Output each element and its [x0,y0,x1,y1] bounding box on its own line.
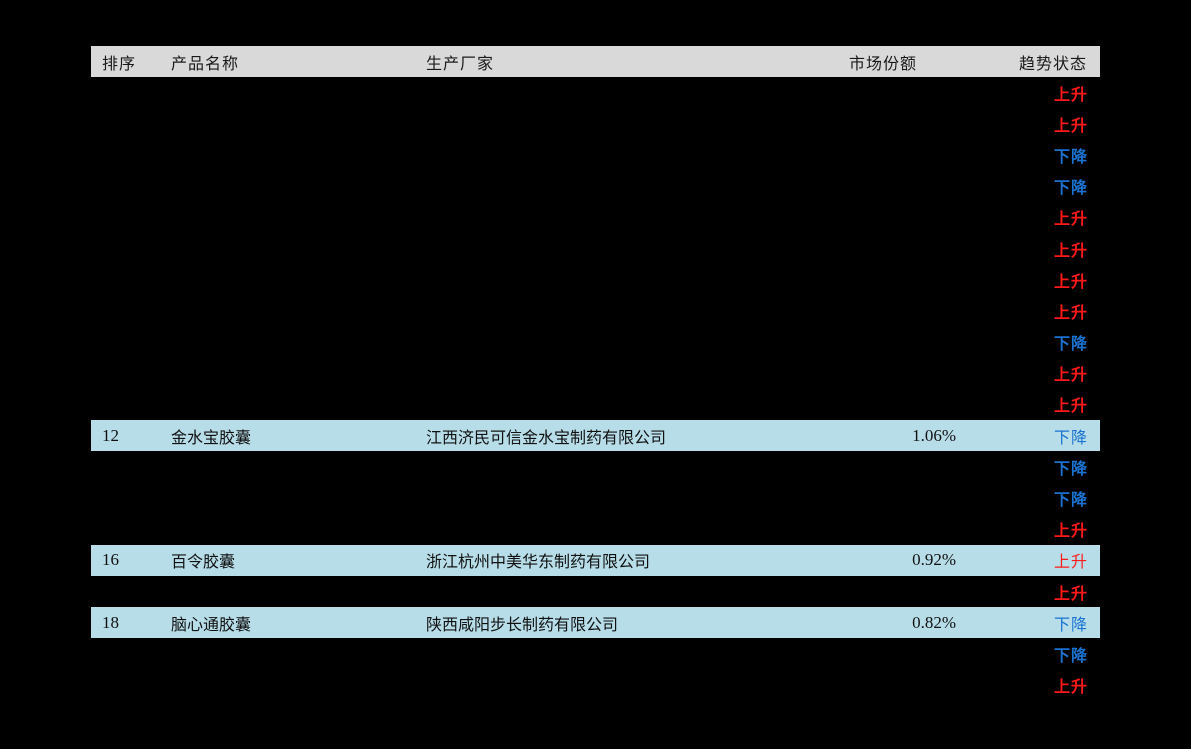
rank-cell: 16 [102,550,119,570]
table-row: 上升 [91,108,1100,139]
trend-up-badge: 上升 [1053,115,1088,135]
table-row: 18 脑心通胶囊 陕西咸阳步长制药有限公司 0.82% 下降 [91,607,1100,639]
trend-down-badge: 下降 [1053,427,1088,447]
market-share-cell: 1.06% [912,425,956,445]
table-row: 上升 [91,670,1100,701]
trend-up-badge: 上升 [1053,209,1088,229]
table-row: 上升 [91,358,1100,389]
trend-down-badge: 下降 [1053,490,1088,510]
table-row: 上升 [91,233,1100,264]
table-row: 上升 [91,264,1100,295]
market-share-cell: 0.92% [912,550,956,570]
header-rank: 排序 [102,55,137,73]
product-name-cell: 百令胶囊 [171,552,236,572]
table-row: 上升 [91,295,1100,326]
trend-up-badge: 上升 [1053,396,1088,416]
table-row: 16 百令胶囊 浙江杭州中美华东制药有限公司 0.92% 上升 [91,544,1100,576]
header-market-share: 市场份额 [848,55,917,73]
trend-up-badge: 上升 [1053,552,1088,572]
market-share-table: 排序 产品名称 生产厂家 市场份额 趋势状态 上升上升下降下降上升上升上升上升下… [91,46,1100,701]
table-row: 上升 [91,389,1100,420]
header-trend-status: 趋势状态 [1018,53,1087,73]
trend-up-badge: 上升 [1053,677,1088,697]
table-row: 上升 [91,202,1100,233]
trend-down-badge: 下降 [1053,146,1088,166]
trend-down-badge: 下降 [1053,178,1088,198]
header-manufacturer: 生产厂家 [426,53,495,73]
product-name-cell: 脑心通胶囊 [171,614,252,634]
table-row: 12 金水宝胶囊 江西济民可信金水宝制药有限公司 1.06% 下降 [91,420,1100,452]
table-header: 排序 产品名称 生产厂家 市场份额 趋势状态 [91,46,1100,77]
header-product-name: 产品名称 [171,53,240,73]
table-row: 下降 [91,451,1100,482]
table-row: 下降 [91,171,1100,202]
trend-down-badge: 下降 [1053,614,1088,634]
manufacturer-cell: 浙江杭州中美华东制药有限公司 [426,552,651,572]
trend-down-badge: 下降 [1053,334,1088,354]
trend-down-badge: 下降 [1053,645,1088,665]
table-row: 下降 [91,482,1100,513]
product-name-cell: 金水宝胶囊 [171,427,252,447]
trend-up-badge: 上升 [1053,365,1088,385]
table-row: 下降 [91,139,1100,170]
rank-cell: 18 [102,612,119,632]
table-row: 上升 [91,576,1100,607]
table-row: 下降 [91,638,1100,669]
manufacturer-cell: 陕西咸阳步长制药有限公司 [426,614,619,634]
rank-cell: 12 [102,425,119,445]
trend-up-badge: 上升 [1053,521,1088,541]
market-share-cell: 0.82% [912,612,956,632]
table-row: 下降 [91,327,1100,358]
trend-up-badge: 上升 [1053,302,1088,322]
trend-up-badge: 上升 [1053,240,1088,260]
manufacturer-cell: 江西济民可信金水宝制药有限公司 [426,427,667,447]
trend-up-badge: 上升 [1053,271,1088,291]
table-row: 上升 [91,514,1100,545]
trend-down-badge: 下降 [1053,458,1088,478]
table-row: 上升 [91,77,1100,108]
trend-up-badge: 上升 [1053,583,1088,603]
trend-up-badge: 上升 [1053,84,1088,104]
